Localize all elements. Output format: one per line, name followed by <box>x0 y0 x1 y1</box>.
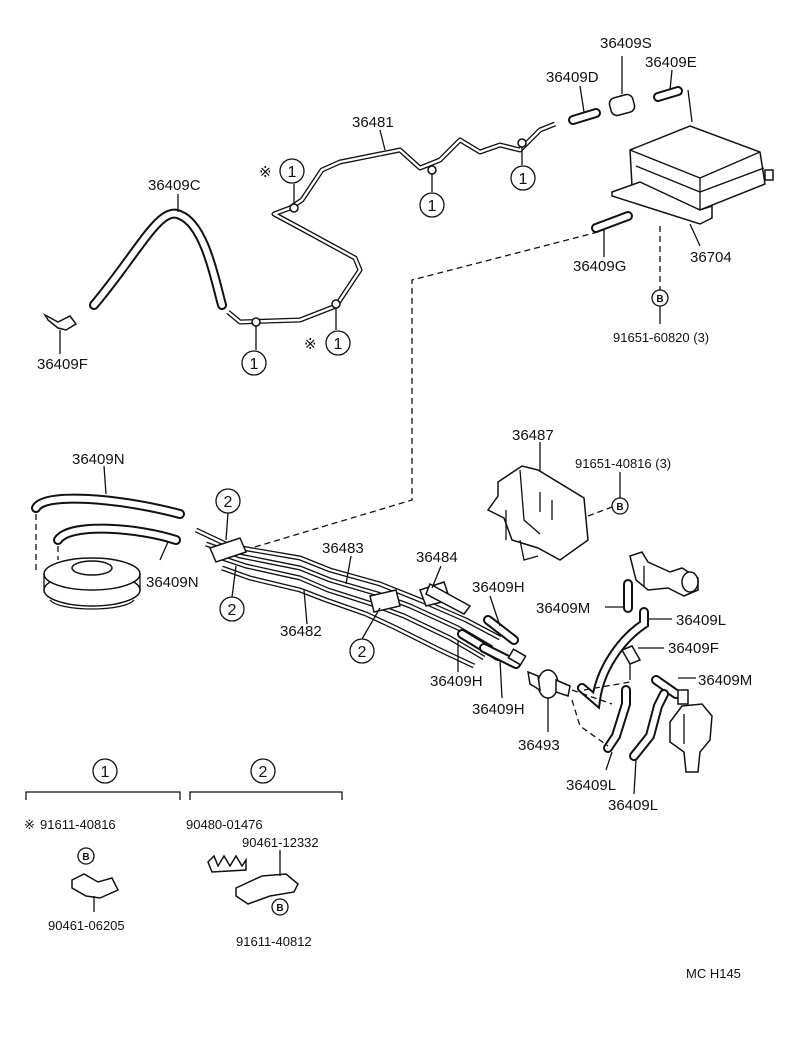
label-clamp2-clip: 90480-01476 <box>186 817 263 832</box>
hose-36409M-b <box>651 675 681 699</box>
hose-36409D <box>568 108 601 125</box>
label-36409C: 36409C <box>148 177 201 194</box>
label-36409F-mid: 36409F <box>668 640 719 657</box>
svg-text:※: ※ <box>304 336 317 353</box>
legend-group-2: 2 90480-01476 90461-12332 B 91611-40812 <box>186 758 343 949</box>
hose-36409N-lower <box>53 523 181 545</box>
label-36409S: 36409S <box>600 35 652 52</box>
label-36409L-a: 36409L <box>676 612 726 629</box>
svg-text:2: 2 <box>259 764 268 781</box>
canister-36704 <box>611 125 774 225</box>
svg-text:1: 1 <box>519 171 528 188</box>
svg-text:1: 1 <box>334 336 343 353</box>
bundle-clamps <box>208 537 472 615</box>
fitting-36409F-top <box>42 313 78 354</box>
svg-text:2: 2 <box>224 494 233 511</box>
svg-text:B: B <box>82 852 89 863</box>
svg-text:2: 2 <box>358 644 367 661</box>
callout-1-c: 1 <box>510 165 536 191</box>
clamp2-icon <box>235 873 299 905</box>
callout-2-a: 2 <box>215 488 241 541</box>
label-36409H-a: 36409H <box>472 579 525 596</box>
svg-text:2: 2 <box>228 602 237 619</box>
valve-36409S <box>608 56 636 117</box>
hose-36409L-b <box>603 685 631 753</box>
hose-36409L-a <box>577 607 649 710</box>
clip2-icon <box>207 854 247 873</box>
label-clamp2-bolt: 91611-40812 <box>236 934 312 949</box>
label-36409H-b: 36409H <box>430 673 483 690</box>
label-36409N-b: 36409N <box>146 574 199 591</box>
callout-1-d: 1 <box>241 350 267 376</box>
air-cleaner <box>43 557 141 610</box>
hose-36409L-c <box>629 689 669 761</box>
label-clamp1-clamp: 90461-06205 <box>48 918 125 933</box>
hose-36409N-upper <box>31 493 185 519</box>
label-36493: 36493 <box>518 737 560 754</box>
clamp1-icon <box>71 873 120 899</box>
label-36409H-c: 36409H <box>472 701 525 718</box>
svg-text:B: B <box>616 502 623 513</box>
label-36484: 36484 <box>416 549 458 566</box>
svg-text:※: ※ <box>24 817 35 832</box>
hose-36409G <box>591 211 633 233</box>
diagram-code: MC H145 <box>686 966 741 981</box>
label-36409M-a: 36409M <box>536 600 590 617</box>
pipe-bundle <box>194 527 502 669</box>
svg-text:1: 1 <box>101 764 110 781</box>
svg-text:B: B <box>656 294 663 305</box>
label-bolt-mid: 91651-40816 (3) <box>575 456 671 471</box>
callout-2-b: 2 <box>219 565 245 622</box>
hoses-36409H <box>457 615 527 669</box>
label-clamp2-clamp: 90461-12332 <box>242 835 319 850</box>
callout-1-a: 1 ※ <box>259 158 305 184</box>
label-36487: 36487 <box>512 427 554 444</box>
svg-text:※: ※ <box>259 164 272 181</box>
label-36483: 36483 <box>322 540 364 557</box>
label-36481: 36481 <box>352 114 394 131</box>
bolt-b-legend1 <box>77 847 95 865</box>
label-36409L-c: 36409L <box>608 797 658 814</box>
svg-text:1: 1 <box>428 198 437 215</box>
label-36409M-b: 36409M <box>698 672 752 689</box>
label-36409L-b: 36409L <box>566 777 616 794</box>
bracket-36487 <box>486 465 589 561</box>
label-36409G: 36409G <box>573 258 626 275</box>
label-36409D: 36409D <box>546 69 599 86</box>
valve-36493 <box>527 669 571 732</box>
vsv-valve-upper <box>629 551 699 597</box>
pipe-36481 <box>226 121 556 325</box>
label-36409N-a: 36409N <box>72 451 125 468</box>
callout-1-e: 1 ※ <box>304 330 351 356</box>
fitting-36409F-mid <box>620 645 642 680</box>
vsv-valve-lower <box>669 689 713 773</box>
svg-text:1: 1 <box>250 356 259 373</box>
svg-text:1: 1 <box>288 164 297 181</box>
label-36409F-top: 36409F <box>37 356 88 373</box>
label-36704: 36704 <box>690 249 732 266</box>
bolt-b-legend2 <box>271 898 289 916</box>
callout-1-b: 1 <box>419 192 445 218</box>
hose-36409C <box>89 208 227 310</box>
label-bolt-top: 91651-60820 (3) <box>613 330 709 345</box>
label-36409E: 36409E <box>645 54 697 71</box>
label-clamp1-bolt: 91611-40816 <box>40 817 116 832</box>
label-36482: 36482 <box>280 623 322 640</box>
svg-text:B: B <box>276 903 283 914</box>
callout-2-c: 2 <box>349 607 381 664</box>
hose-36409E <box>653 86 683 102</box>
legend-group-1: 1 ※ 91611-40816 B 90461-06205 <box>24 758 181 933</box>
